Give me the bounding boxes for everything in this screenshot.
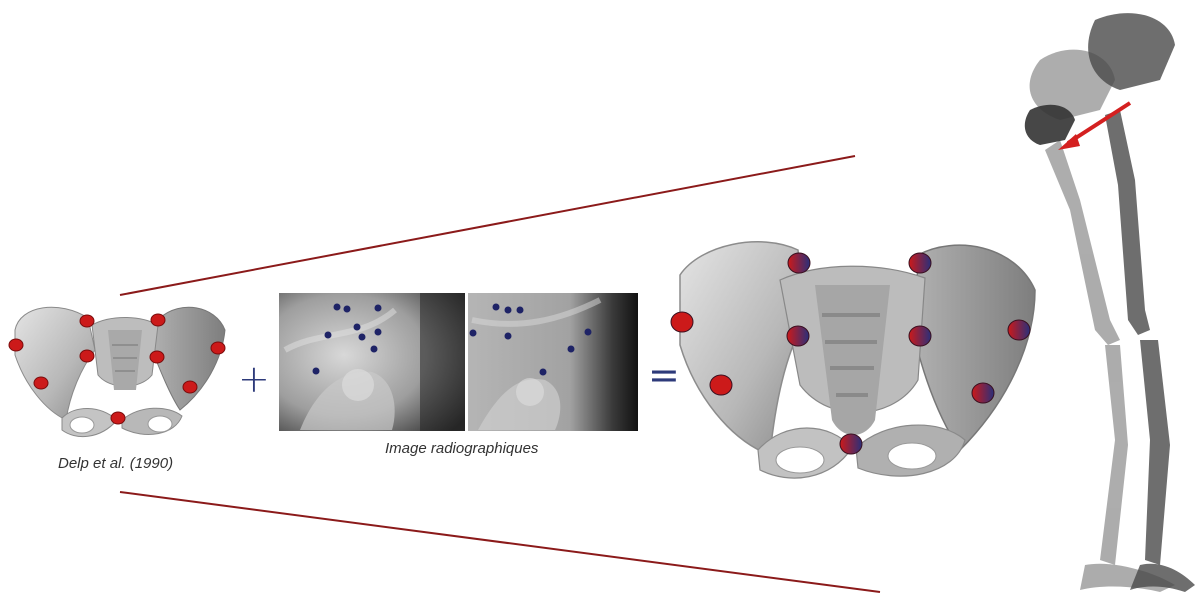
landmark-marker-icon bbox=[909, 253, 931, 273]
landmark-marker-icon bbox=[568, 346, 575, 353]
landmark-marker-icon bbox=[325, 332, 332, 339]
lower-limb-skeleton-icon bbox=[1025, 13, 1195, 592]
landmark-marker-icon bbox=[788, 253, 810, 273]
landmark-marker-icon bbox=[151, 314, 165, 326]
landmark-marker-icon bbox=[540, 369, 547, 376]
landmark-marker-icon bbox=[354, 324, 361, 331]
landmark-marker-icon bbox=[344, 306, 351, 313]
landmark-marker-icon bbox=[375, 329, 382, 336]
equals-operator: = bbox=[648, 356, 680, 394]
landmark-marker-icon bbox=[505, 307, 512, 314]
landmark-marker-icon bbox=[909, 326, 931, 346]
landmark-marker-icon bbox=[972, 383, 994, 403]
landmark-marker-icon bbox=[840, 434, 862, 454]
landmark-marker-icon bbox=[470, 330, 477, 337]
caption-radiographs: Image radiographiques bbox=[385, 440, 538, 457]
landmark-marker-icon bbox=[787, 326, 809, 346]
landmark-marker-icon bbox=[34, 377, 48, 389]
caption-generic-model: Delp et al. (1990) bbox=[58, 455, 173, 472]
plus-operator: + bbox=[238, 360, 270, 398]
landmark-marker-icon bbox=[183, 381, 197, 393]
landmark-marker-icon bbox=[111, 412, 125, 424]
landmark-marker-icon bbox=[150, 351, 164, 363]
xray-image-lateral bbox=[468, 293, 638, 431]
landmark-marker-icon bbox=[517, 307, 524, 314]
landmark-marker-icon bbox=[211, 342, 225, 354]
zoom-line-bottom bbox=[120, 492, 880, 592]
landmark-marker-icon bbox=[313, 368, 320, 375]
landmark-marker-icon bbox=[80, 350, 94, 362]
landmark-marker-icon bbox=[493, 304, 500, 311]
landmark-marker-icon bbox=[671, 312, 693, 332]
landmark-marker-icon bbox=[359, 334, 366, 341]
landmark-marker-icon bbox=[710, 375, 732, 395]
landmark-marker-icon bbox=[375, 305, 382, 312]
landmark-marker-icon bbox=[9, 339, 23, 351]
landmark-marker-icon bbox=[1008, 320, 1030, 340]
landmark-marker-icon bbox=[334, 304, 341, 311]
landmark-marker-icon bbox=[505, 333, 512, 340]
xray-image-ap bbox=[279, 293, 465, 431]
landmark-marker-icon bbox=[585, 329, 592, 336]
landmark-marker-icon bbox=[80, 315, 94, 327]
landmark-marker-icon bbox=[371, 346, 378, 353]
